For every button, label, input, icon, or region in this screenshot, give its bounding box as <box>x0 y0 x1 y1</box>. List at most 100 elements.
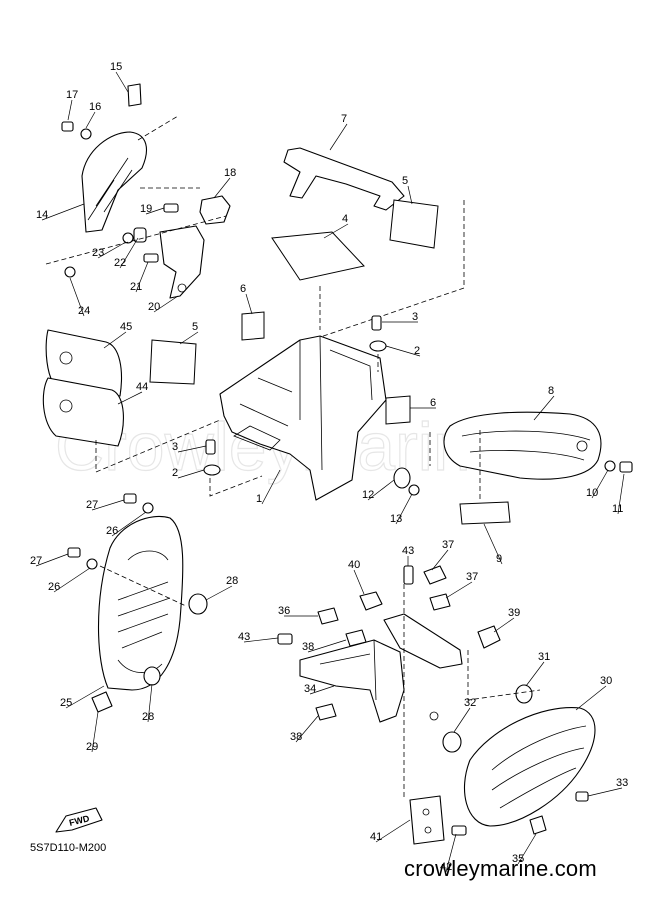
callout-c39: 39 <box>508 607 520 619</box>
callout-c8: 8 <box>548 385 554 397</box>
part-33-bolt <box>575 791 589 802</box>
brand-footer: crowleymarine.com <box>404 856 597 881</box>
part-32-grommet <box>442 731 462 753</box>
leader-line-c5b <box>179 331 199 345</box>
callout-c44: 44 <box>136 381 148 393</box>
side-cover-group <box>67 493 208 713</box>
callout-c28a: 28 <box>226 575 238 587</box>
part-3-bolt-upper <box>371 315 382 331</box>
part-10-washer <box>604 460 616 472</box>
part-28-grommet-right <box>188 593 208 615</box>
part-8-cover <box>443 411 602 480</box>
callout-c2b: 2 <box>172 467 178 479</box>
leader-line-c30 <box>575 685 607 711</box>
part-6-pad-upper <box>241 311 265 341</box>
part-43-bolt-upper <box>403 565 414 585</box>
callout-c40: 40 <box>348 559 360 571</box>
part-25-cover <box>98 516 184 691</box>
callout-c41: 41 <box>370 831 382 843</box>
leader-line-c21 <box>135 261 149 293</box>
callout-c20: 20 <box>148 301 160 313</box>
callout-c3b: 3 <box>172 441 178 453</box>
part-19-bolt <box>163 203 179 213</box>
part-27-bolt-lower <box>67 547 81 558</box>
leader-line-c13 <box>395 493 413 525</box>
leader-line-c8 <box>533 395 555 421</box>
leader-line-c3b <box>177 445 207 453</box>
leader-line-c42 <box>445 833 457 873</box>
callout-c18: 18 <box>224 167 236 179</box>
leader-line-c29 <box>91 711 99 753</box>
callout-c30: 30 <box>600 675 612 687</box>
callout-c6b: 6 <box>430 397 436 409</box>
callout-c37a: 37 <box>442 539 454 551</box>
part-43-bolt-left <box>277 633 293 645</box>
leader-line-c38a <box>307 639 347 653</box>
callout-c21: 21 <box>130 281 142 293</box>
leader-line-c20 <box>153 295 179 313</box>
callout-c43b: 43 <box>238 631 250 643</box>
svg-text:FWD: FWD <box>68 813 91 828</box>
part-17-bolt <box>61 121 74 132</box>
callout-c24: 24 <box>78 305 90 317</box>
part-2-collar-lower <box>203 464 221 476</box>
leader-line-c32 <box>453 707 471 733</box>
leader-line-c37b <box>445 581 473 599</box>
part-4-pad <box>271 231 365 281</box>
part-12-grommet <box>393 467 411 489</box>
leader-line-c9 <box>483 523 503 565</box>
leader-line-c26b <box>53 567 91 593</box>
part-26-washer-upper <box>142 502 154 514</box>
seat-cover-group <box>429 411 633 525</box>
leader-line-c10 <box>591 469 609 499</box>
callout-c42: 42 <box>440 861 452 873</box>
part-9-pad <box>459 501 511 525</box>
leader-line-c16 <box>85 111 96 129</box>
callout-c14: 14 <box>36 209 48 221</box>
part-37-clamp-upper <box>423 565 447 585</box>
callout-c12: 12 <box>362 489 374 501</box>
part-13-washer <box>408 484 420 496</box>
part-38-clamp-upper <box>345 629 367 647</box>
callout-c36: 36 <box>278 605 290 617</box>
part-5-pad-lower <box>149 339 197 385</box>
part-15-plate <box>127 83 142 107</box>
storage-box-group <box>203 311 420 501</box>
callout-c19: 19 <box>140 203 152 215</box>
fwd-arrow-icon: FWD <box>55 807 103 833</box>
part-26-washer-lower <box>86 558 98 570</box>
callout-c5a: 5 <box>402 175 408 187</box>
callout-c29: 29 <box>86 741 98 753</box>
leader-line-c17 <box>67 99 73 121</box>
part-31-grommet <box>515 684 533 704</box>
leader-line-c45 <box>103 331 127 349</box>
leader-line-c1 <box>261 469 281 505</box>
part-5-pad-upper <box>389 199 439 249</box>
part-45-cover <box>45 329 123 397</box>
leader-line-c23 <box>97 241 127 259</box>
part-3-bolt-lower <box>205 439 216 455</box>
leader-line-c14 <box>41 203 85 221</box>
leader-line-c2a <box>385 345 421 357</box>
leader-line-c15 <box>115 71 129 93</box>
callout-c37b: 37 <box>466 571 478 583</box>
callout-c5b: 5 <box>192 321 198 333</box>
callout-c27b: 27 <box>30 555 42 567</box>
leader-line-c24 <box>69 277 85 317</box>
part-41-plate <box>409 795 445 845</box>
callout-c2a: 2 <box>414 345 420 357</box>
part-38-clamp-lower <box>315 703 337 721</box>
leader-line-c6a <box>245 293 253 315</box>
callout-c15: 15 <box>110 61 122 73</box>
leader-line-c28a <box>205 585 233 601</box>
leader-line-c25 <box>65 685 105 709</box>
callout-c3a: 3 <box>412 311 418 323</box>
callout-c38a: 38 <box>302 641 314 653</box>
bracket-group <box>277 565 596 845</box>
leader-lines <box>35 71 625 873</box>
lamp-covers-group <box>42 329 221 473</box>
part-42-bolt <box>451 825 467 836</box>
part-35-clip <box>529 815 547 835</box>
part-24-rivet <box>64 266 76 278</box>
